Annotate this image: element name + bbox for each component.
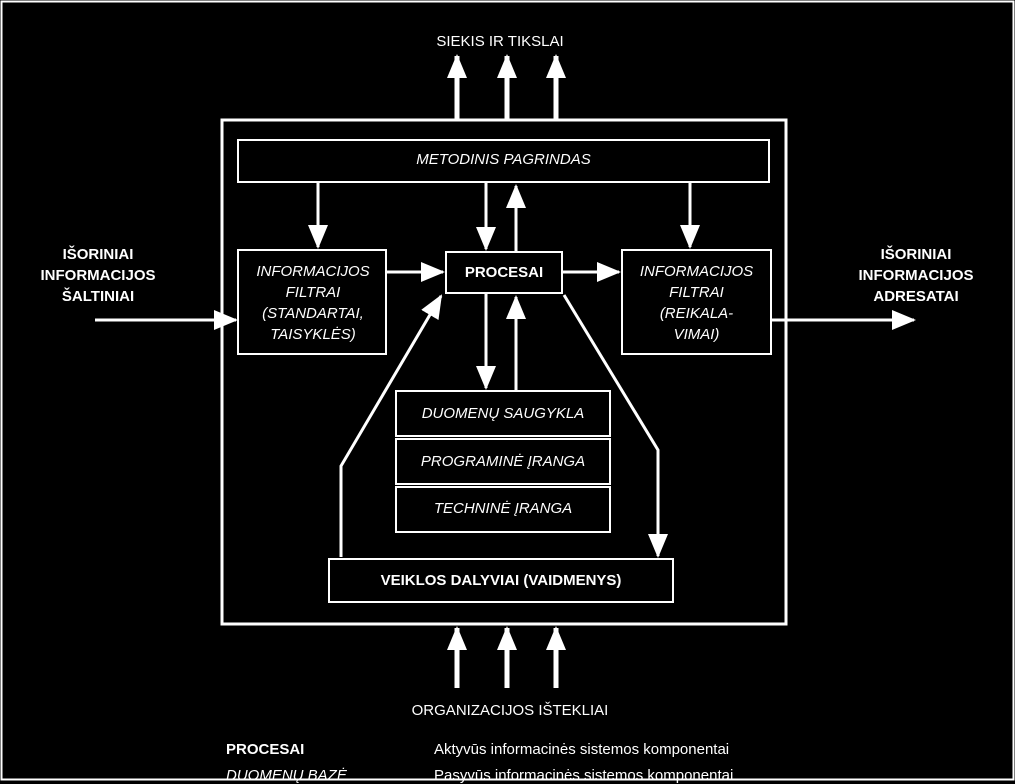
procesai-to-veiklos (562, 294, 668, 558)
left-label: IŠORINIAI INFORMACIJOS ŠALTINIAI (40, 246, 156, 305)
veiklos-label: VEIKLOS DALYVIAI (VAIDMENYS) (380, 572, 622, 589)
procesai-label: PROCESAI (464, 264, 544, 281)
veiklos-box (328, 558, 674, 603)
legend-term-2: DUOMENŲ BAZĖ (226, 767, 347, 784)
filter-right-label: INFORMACIJOS FILTRAI (REIKALA- VIMAI) (639, 263, 754, 343)
filter-right-box (621, 249, 772, 355)
duomenu-box (395, 390, 611, 437)
technine-label: TECHNINĖ ĮRANGA (433, 500, 573, 517)
filter-left-box (237, 249, 387, 355)
right-label: IŠORINIAI INFORMACIJOS ADRESATAI (858, 246, 974, 305)
top-label: SIEKIS IR TIKSLAI (436, 33, 564, 50)
legend-desc-2: Pasyvūs informacinės sistemos komponenta… (434, 767, 734, 784)
legend-term-1: PROCESAI (226, 741, 305, 758)
legend-desc-1: Aktyvūs informacinės sistemos komponenta… (434, 741, 730, 758)
programine-label: PROGRAMINĖ ĮRANGA (420, 453, 586, 470)
duomenu-label: DUOMENŲ SAUGYKLA (421, 405, 585, 422)
metodinis-box (237, 139, 770, 183)
filter-left-label: INFORMACIJOS FILTRAI (STANDARTAI, TAISYK… (256, 263, 370, 343)
system-frame (220, 118, 788, 626)
programine-box (395, 438, 611, 485)
metodinis-label: METODINIS PAGRINDAS (416, 151, 591, 168)
technine-box (395, 486, 611, 533)
bottom-label: ORGANIZACIJOS IŠTEKLIAI (411, 702, 609, 719)
veiklos-to-procesai (339, 294, 443, 557)
